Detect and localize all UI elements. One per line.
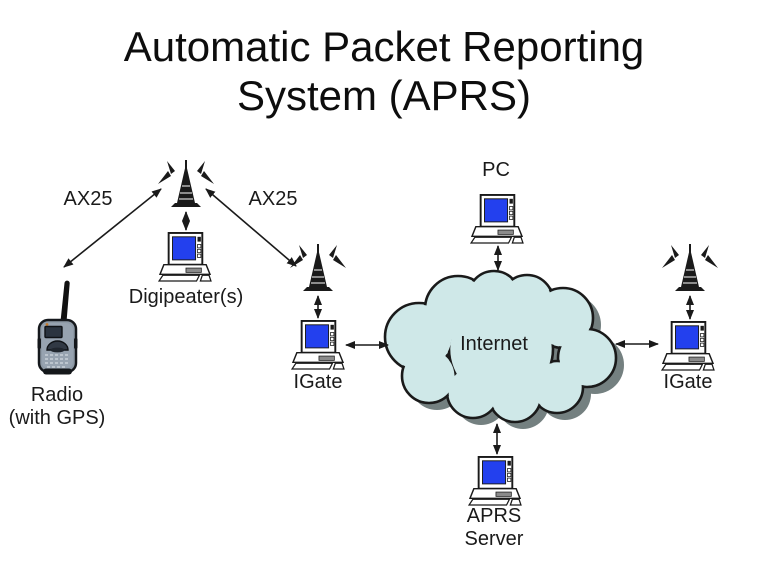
page-title: Automatic Packet Reporting System (APRS)	[0, 22, 768, 120]
ax25-label-right: AX25	[248, 188, 298, 210]
page-title-line2: System (APRS)	[236, 72, 532, 119]
internet-label: Internet	[460, 333, 528, 355]
igate-right-label: IGate	[663, 371, 713, 393]
pc-label: PC	[482, 159, 510, 181]
digipeater-label: Digipeater(s)	[128, 286, 244, 308]
link-radio-digipeater	[63, 188, 162, 268]
ax25-label-left: AX25	[63, 188, 113, 210]
radio-walkie-talkie-icon	[37, 280, 78, 375]
radio-label: Radio (with GPS)	[9, 384, 106, 430]
igate-left-label: IGate	[293, 371, 343, 393]
internet-cloud	[383, 269, 624, 429]
radio-label-line2: (with GPS)	[8, 407, 106, 429]
aprs-server-label-line1: APRS	[466, 505, 522, 527]
cloud-fill	[386, 272, 615, 421]
page-title-line1: Automatic Packet Reporting	[123, 23, 645, 70]
aprs-server-label-line2: Server	[464, 528, 524, 550]
link-digipeater-igate-left	[205, 188, 297, 267]
aprs-server-label: APRS Server	[465, 505, 524, 551]
radio-label-line1: Radio	[30, 384, 84, 406]
